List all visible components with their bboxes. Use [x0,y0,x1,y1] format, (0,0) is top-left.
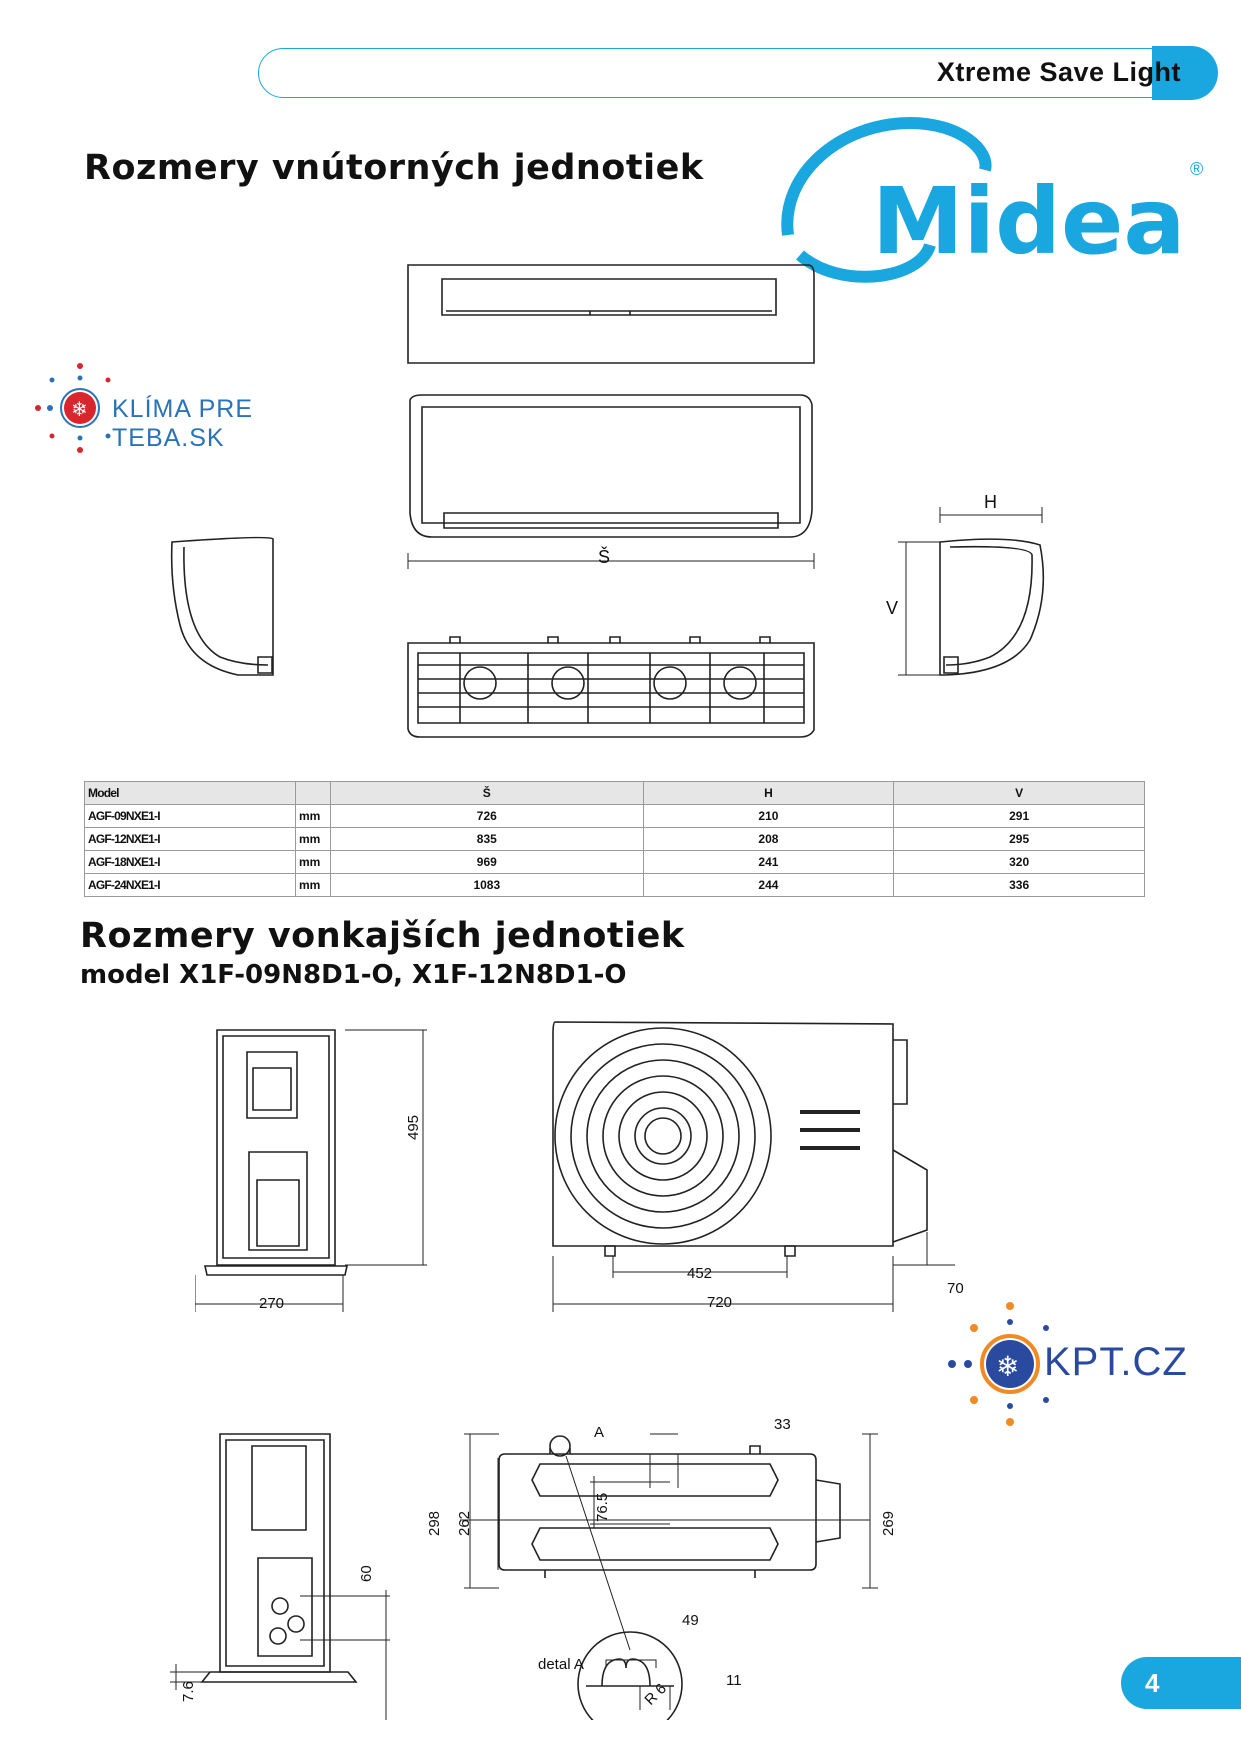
indoor-right-side-view [898,507,1045,676]
midea-logo: Midea ® [780,115,1220,290]
dim-top-269: 269 [880,1510,897,1536]
kpt-logo-text: KPT.CZ [1044,1340,1188,1384]
depth-cell: 295 [893,827,1145,851]
table-header-row: Model Š H V [84,781,1145,805]
dim-detail-49: 49 [682,1612,699,1629]
outdoor-front-view [552,1021,955,1312]
model-cell: AGF-12NXE1-I [84,827,296,851]
column-header: H [642,781,895,805]
column-header: Model [84,781,296,805]
height-cell: 210 [642,804,895,828]
depth-cell: 336 [893,873,1145,897]
indoor-top-view [407,264,815,364]
outdoor-subtitle: model X1F-09N8D1-O, X1F-12N8D1-O [80,960,627,990]
dim-top-262: 262 [456,1510,473,1536]
indoor-left-side-view [170,536,274,676]
unit-cell: mm [295,804,331,828]
model-cell: AGF-18NXE1-I [84,850,296,874]
registered-mark: ® [1190,159,1203,179]
dim-top-76-5: 76.5 [594,1492,611,1522]
dim-label-width: Š [598,547,611,567]
table-row: AGF-09NXE1-I mm 726 210 291 [84,804,1145,828]
snowflake-icon: ❄ [35,363,111,453]
indoor-unit-drawings: Š H V [150,255,1070,755]
height-cell: 208 [642,827,895,851]
page-number: 4 [1121,1657,1241,1709]
table-row: AGF-24NXE1-I mm 1083 244 336 [84,873,1145,897]
unit-cell: mm [295,850,331,874]
dim-front-depth: 70 [947,1280,964,1297]
kpt-logo: ❄ KPT.CZ [938,1298,1198,1430]
indoor-front-view [407,394,815,569]
width-cell: 726 [330,804,644,828]
indoor-dimensions-table: Model Š H V AGF-09NXE1-I mm 726 210 291 … [84,781,1145,897]
dim-top-298: 298 [426,1510,443,1536]
unit-cell: mm [295,873,331,897]
indoor-back-view [407,636,815,738]
column-header [295,781,331,805]
dim-top-33: 33 [774,1416,791,1433]
model-cell: AGF-09NXE1-I [84,804,296,828]
outdoor-side-view-2 [170,1433,390,1720]
column-header: Š [330,781,644,805]
height-cell: 244 [642,873,895,897]
dim-front-mount: 452 [687,1265,713,1282]
outdoor-unit-drawings-bottom: 60 7.6 298 262 269 76.5 33 A 49 11 R 6 d… [170,1416,1030,1737]
outdoor-side-view [194,1029,427,1312]
unit-cell: mm [295,827,331,851]
dim-side2-60: 60 [358,1565,375,1582]
dim-side2-7-6: 7.6 [180,1681,197,1702]
dim-side-width: 270 [259,1295,285,1312]
depth-cell: 291 [893,804,1145,828]
model-cell: AGF-24NXE1-I [84,873,296,897]
column-header: V [893,781,1145,805]
snowflake-icon: ❄ [948,1302,1049,1426]
series-name: Xtreme Save Light [936,57,1181,87]
midea-wordmark: Midea [872,168,1185,275]
detail-label: detal A [538,1656,584,1673]
width-cell: 969 [330,850,644,874]
dim-detail-11: 11 [726,1672,742,1689]
table-row: AGF-18NXE1-I mm 969 241 320 [84,850,1145,874]
outdoor-title: Rozmery vonkajších jednotiek [80,916,685,956]
height-cell: 241 [642,850,895,874]
detail-a-view [577,1631,683,1737]
detail-marker: A [594,1424,605,1441]
klima-logo: ❄ KLÍMA PRE TEBA.SK [32,360,372,455]
depth-cell: 320 [893,850,1145,874]
svg-text:❄: ❄ [996,1351,1019,1382]
dim-label-height: H [984,492,997,512]
indoor-title: Rozmery vnútorných jednotiek [84,148,704,188]
outdoor-top-view [460,1433,878,1651]
dim-label-depth: V [886,598,899,618]
width-cell: 1083 [330,873,644,897]
dim-front-width: 720 [707,1294,733,1311]
svg-text:❄: ❄ [71,399,88,421]
header-accent [1152,46,1218,100]
table-row: AGF-12NXE1-I mm 835 208 295 [84,827,1145,851]
dim-side-height: 495 [405,1114,422,1140]
width-cell: 835 [330,827,644,851]
outdoor-unit-drawings-top: 495 270 452 720 70 [194,1010,964,1320]
klima-logo-text: KLÍMA PRE TEBA.SK [112,395,253,452]
